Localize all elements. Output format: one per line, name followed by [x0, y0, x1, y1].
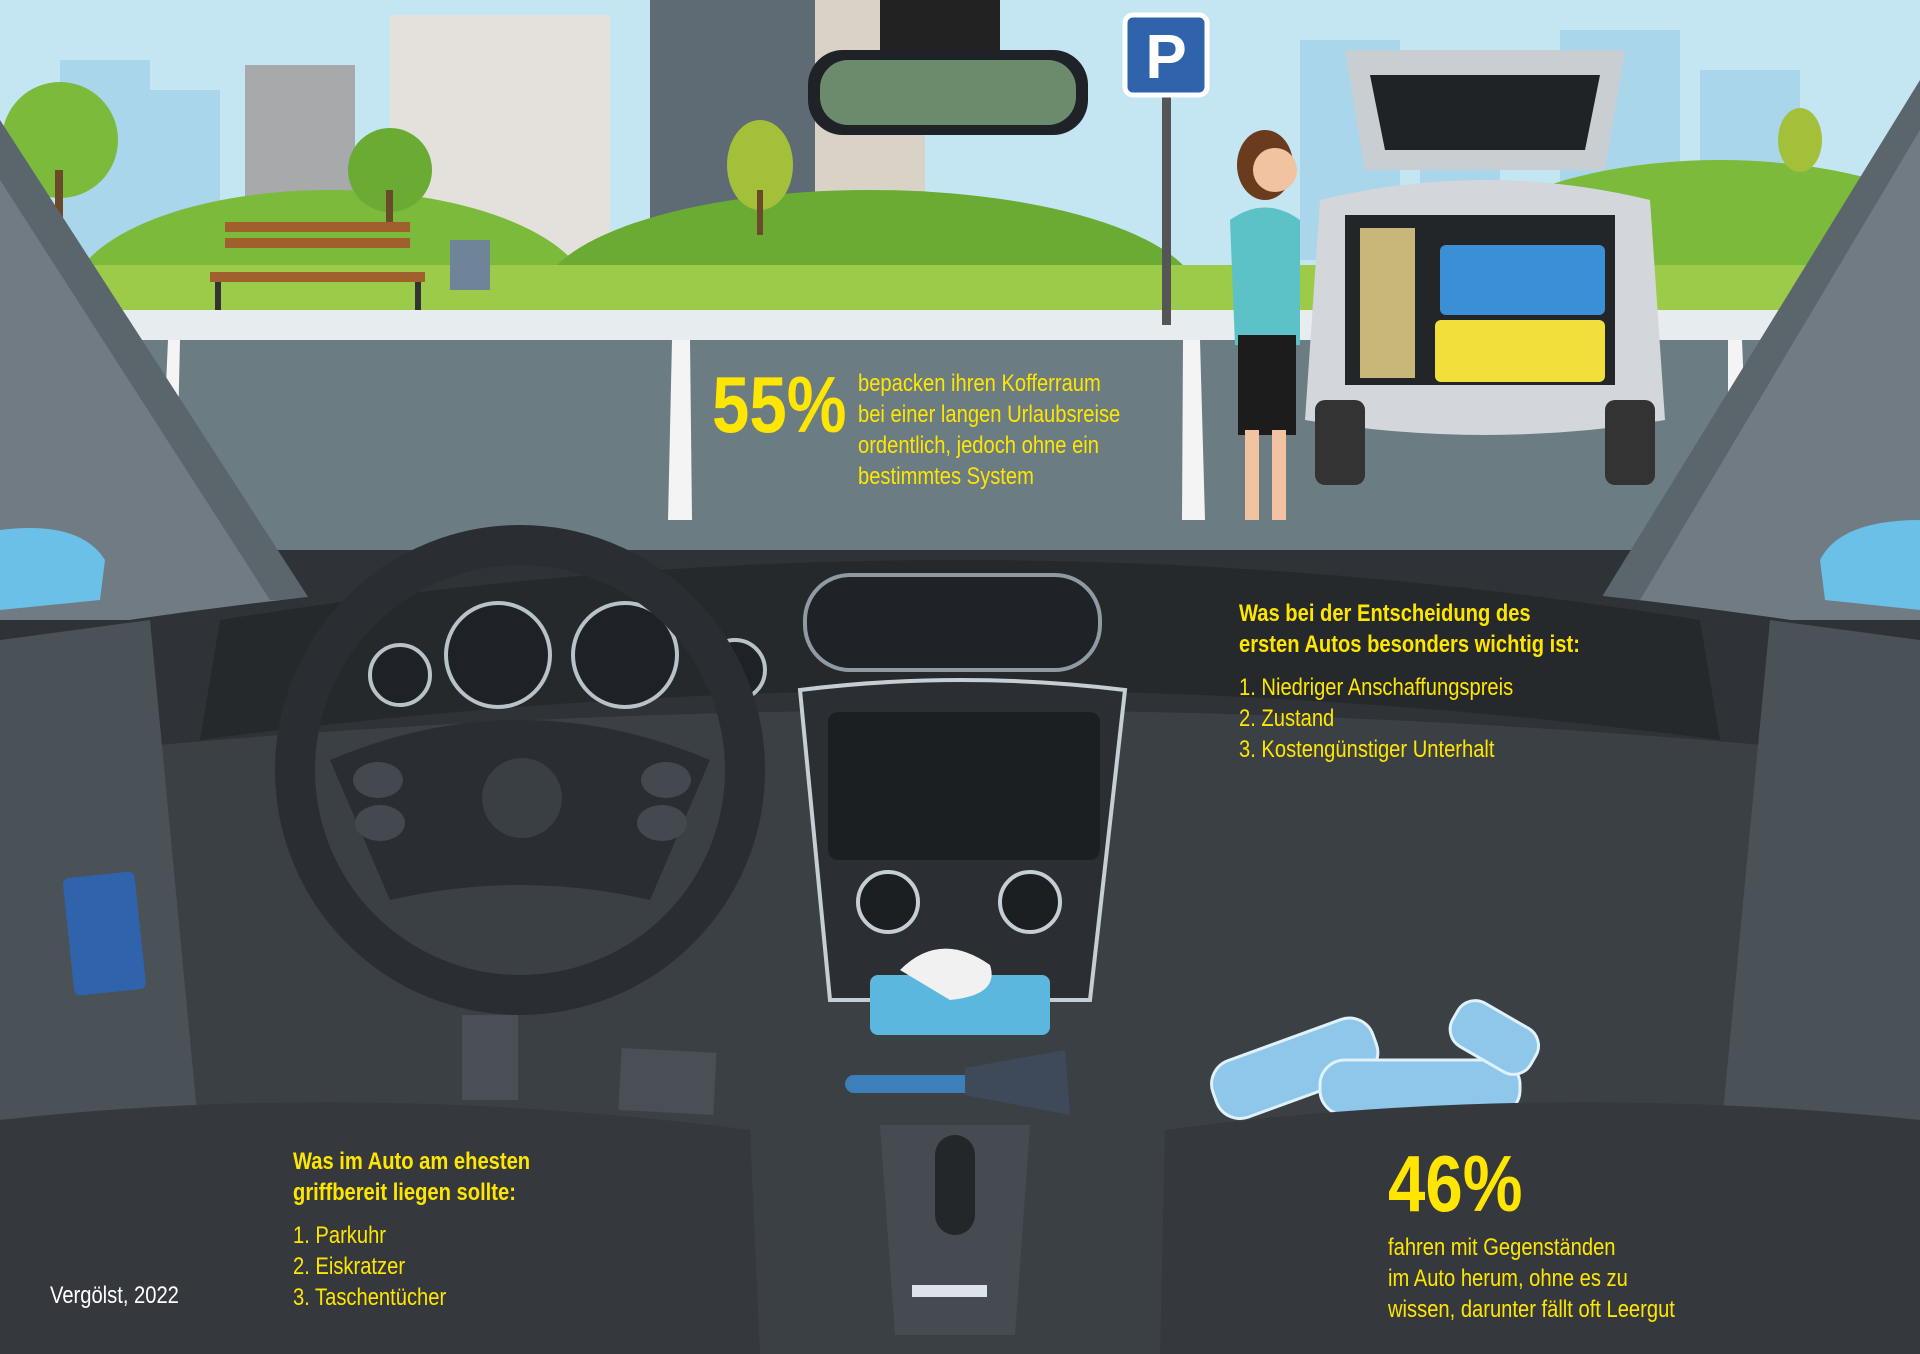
svg-text:P: P	[1145, 23, 1186, 92]
in-reach-block: Was im Auto am ehesten griffbereit liege…	[293, 1146, 530, 1313]
source-credit: Vergölst, 2022	[50, 1282, 179, 1309]
first-car-item: 3. Kostengünstiger Unterhalt	[1239, 736, 1495, 763]
woman-figure	[1230, 130, 1300, 520]
center-vent	[803, 573, 1102, 672]
stat-trunk-line: bestimmtes System	[858, 463, 1034, 490]
first-car-item: 2. Zustand	[1239, 705, 1335, 732]
in-reach-item: 1. Parkuhr	[293, 1222, 387, 1249]
first-car-item: 1. Niedriger Anschaffungspreis	[1239, 674, 1514, 701]
water-bottles	[1210, 999, 1540, 1121]
stat-trunk-line: bei einer langen Urlaubsreise	[858, 401, 1121, 428]
in-reach-heading: Was im Auto am ehesten	[293, 1148, 531, 1175]
passenger-seat	[1160, 1102, 1920, 1354]
stat-items-value: 46%	[1388, 1139, 1523, 1228]
first-car-block: Was bei der Entscheidung des ersten Auto…	[1239, 598, 1580, 765]
first-car-heading: Was bei der Entscheidung des	[1239, 600, 1531, 627]
driver-seat	[0, 1102, 760, 1354]
stat-items-line: fahren mit Gegenständen	[1388, 1234, 1616, 1261]
stat-trunk-line: ordentlich, jedoch ohne ein	[858, 432, 1099, 459]
gear-shifter	[935, 1135, 975, 1235]
stat-items-line: wissen, darunter fällt oft Leergut	[1388, 1296, 1675, 1323]
stat-trunk-value: 55%	[712, 360, 847, 449]
in-reach-item: 2. Eiskratzer	[293, 1253, 406, 1280]
steering-wheel	[275, 525, 765, 1015]
in-reach-item: 3. Taschentücher	[293, 1284, 447, 1311]
ice-scraper	[845, 1075, 975, 1093]
parking-disc-icon	[63, 871, 146, 996]
stat-trunk: 55%	[712, 365, 847, 445]
stat-items: 46% fahren mit Gegenständen im Auto heru…	[1388, 1144, 1675, 1325]
stat-trunk-text: bepacken ihren Kofferraum bei einer lang…	[858, 368, 1120, 492]
trash-bin	[450, 240, 490, 290]
tissue-box	[870, 975, 1050, 1035]
stat-items-line: im Auto herum, ohne es zu	[1388, 1265, 1628, 1292]
stat-trunk-line: bepacken ihren Kofferraum	[858, 370, 1101, 397]
car-with-luggage	[1305, 50, 1665, 485]
parking-sign-icon: P	[1122, 12, 1210, 325]
first-car-heading: ersten Autos besonders wichtig ist:	[1239, 631, 1580, 658]
infotainment-screen	[828, 712, 1100, 860]
bench	[210, 222, 425, 327]
in-reach-heading: griffbereit liegen sollte:	[293, 1179, 516, 1206]
